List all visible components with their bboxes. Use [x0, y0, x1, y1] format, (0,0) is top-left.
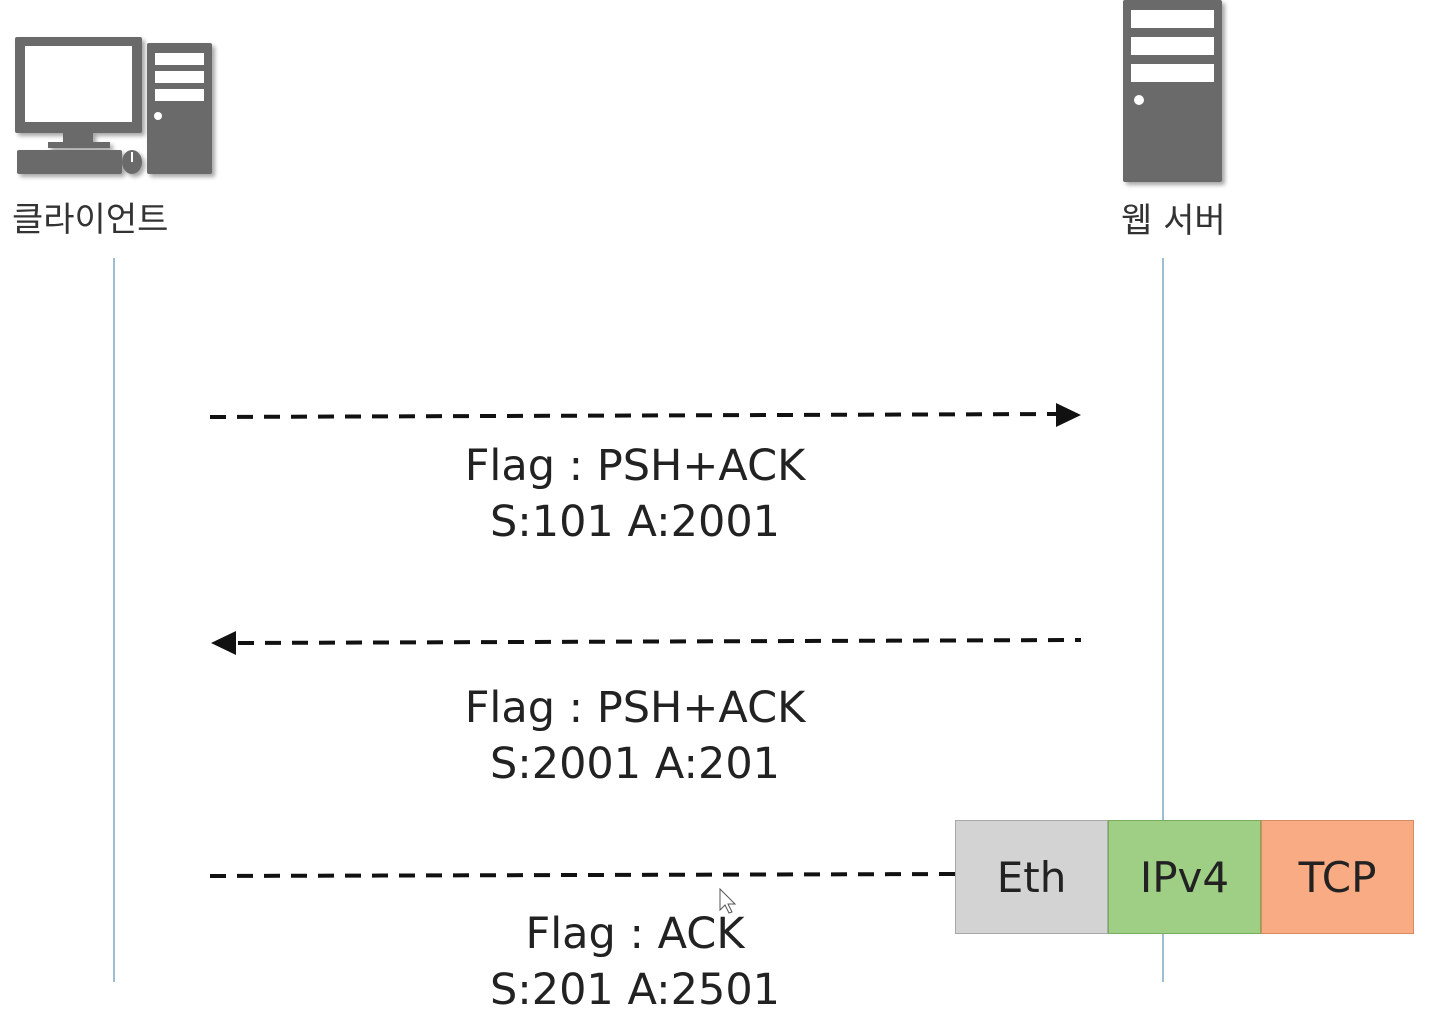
message-arrow-1	[209, 403, 1081, 427]
message-label-2: Flag : PSH+ACK S:2001 A:201	[335, 680, 935, 792]
message-seq-ack: S:101 A:2001	[489, 497, 781, 547]
message-arrow-3	[209, 872, 956, 878]
message-seq-ack: S:2001 A:201	[489, 739, 781, 789]
server-tower-icon	[1123, 0, 1222, 182]
message-arrow-2	[211, 631, 1082, 655]
packet-segment-eth: Eth	[955, 820, 1108, 934]
message-seq-ack: S:201 A:2501	[489, 965, 781, 1015]
server-label: 웹 서버	[1121, 201, 1226, 241]
packet-headers: Eth IPv4 TCP	[955, 820, 1414, 934]
message-flag: Flag : PSH+ACK	[464, 683, 806, 733]
client-label: 클라이언트	[12, 200, 169, 240]
message-flag: Flag : PSH+ACK	[464, 441, 806, 491]
desktop-computer-icon	[15, 37, 212, 174]
packet-segment-tcp: TCP	[1261, 820, 1414, 934]
message-label-3: Flag : ACK S:201 A:2501	[335, 906, 935, 1018]
message-label-1: Flag : PSH+ACK S:101 A:2001	[335, 438, 935, 550]
message-flag: Flag : ACK	[525, 909, 745, 959]
mouse-cursor-icon	[719, 887, 737, 914]
packet-segment-ipv4: IPv4	[1108, 820, 1261, 934]
